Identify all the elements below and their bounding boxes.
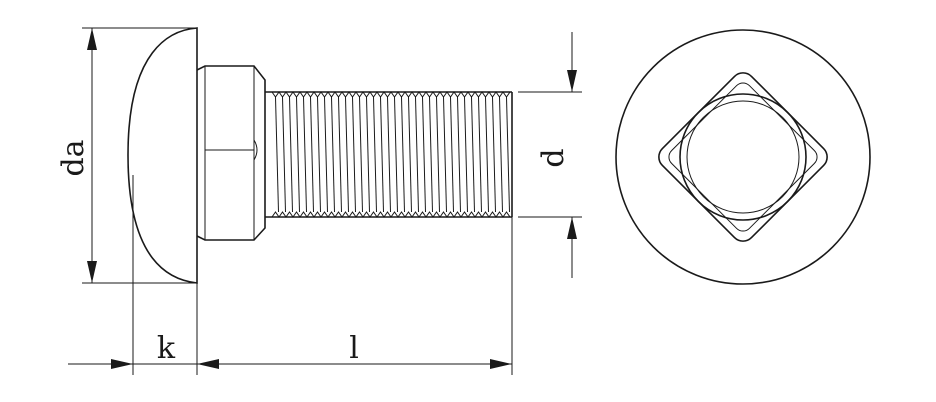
thread-line bbox=[380, 96, 384, 213]
thread-line bbox=[373, 96, 377, 213]
thread-line bbox=[457, 96, 461, 213]
thread-line bbox=[387, 96, 391, 213]
end-view bbox=[615, 29, 871, 285]
thread-line bbox=[289, 96, 293, 213]
bolt-head bbox=[127, 27, 198, 284]
thread-line bbox=[408, 96, 412, 213]
thread-line bbox=[338, 96, 342, 213]
thread-line bbox=[450, 96, 454, 213]
thread-line bbox=[394, 96, 398, 213]
thread-line bbox=[443, 96, 447, 213]
shank-inner-circle bbox=[686, 100, 800, 214]
thread-line bbox=[492, 96, 496, 213]
dimension-label-d: d bbox=[536, 148, 571, 167]
thread-line bbox=[317, 96, 321, 213]
thread-line bbox=[485, 96, 489, 213]
thread-line bbox=[436, 96, 440, 213]
thread-line bbox=[471, 96, 475, 213]
head-outline-circle bbox=[615, 29, 871, 285]
dimension-da: da bbox=[56, 27, 197, 284]
dimension-label-l: l bbox=[349, 331, 359, 366]
dimension-d: d bbox=[518, 32, 582, 278]
thread-line bbox=[478, 96, 482, 213]
thread-line bbox=[303, 96, 307, 213]
dimension-k-l: k l bbox=[68, 175, 513, 375]
thread-line bbox=[506, 96, 510, 213]
thread-line bbox=[345, 96, 349, 213]
thread-line bbox=[401, 96, 405, 213]
thread-line bbox=[359, 96, 363, 213]
thread-line bbox=[366, 96, 370, 213]
thread-line bbox=[331, 96, 335, 213]
thread-line bbox=[422, 96, 426, 213]
square-neck bbox=[196, 65, 266, 241]
thread-line bbox=[352, 96, 356, 213]
thread-line bbox=[415, 96, 419, 213]
thread-line bbox=[324, 96, 328, 213]
thread-line bbox=[499, 96, 503, 213]
thread-line bbox=[296, 96, 300, 213]
thread-line bbox=[282, 96, 286, 213]
thread-line bbox=[429, 96, 433, 213]
thread-line bbox=[464, 96, 468, 213]
thread-line bbox=[310, 96, 314, 213]
thread-line bbox=[275, 96, 279, 213]
dimension-label-da: da bbox=[56, 139, 91, 176]
side-view bbox=[127, 27, 513, 284]
threaded-shank bbox=[265, 91, 513, 218]
shank-outer-circle bbox=[679, 93, 807, 221]
dimension-label-k: k bbox=[157, 331, 176, 366]
square-neck-inner bbox=[668, 82, 818, 232]
